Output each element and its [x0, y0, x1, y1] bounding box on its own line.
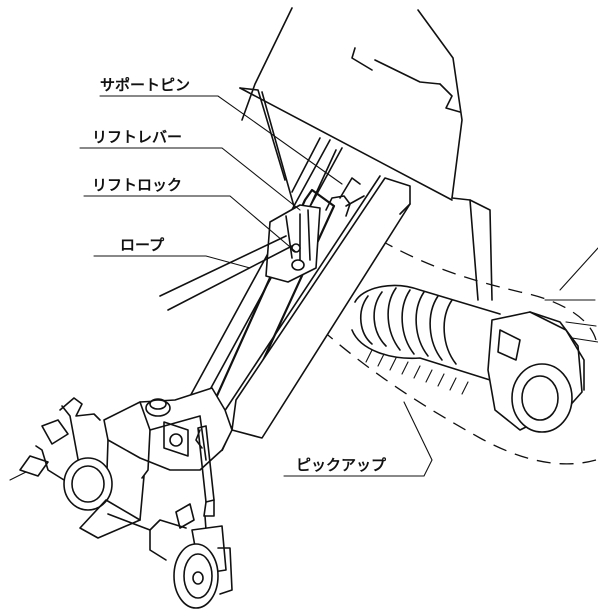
hitch-assembly	[9, 387, 233, 561]
leader-support-pin	[99, 95, 343, 185]
leader-pickup	[283, 401, 433, 477]
baler-chamber	[239, 7, 598, 301]
leader-rope	[93, 255, 251, 269]
pickup-reel	[351, 284, 501, 395]
leader-lift-lock	[83, 195, 297, 253]
pickup-outline	[321, 239, 597, 465]
jack-wheel	[173, 425, 233, 609]
label-support-pin: サポートピン	[100, 76, 190, 94]
leader-lift-lever	[79, 147, 301, 211]
label-lift-lock: リフトロック	[92, 176, 182, 194]
label-lift-lever: リフトレバー	[92, 128, 182, 146]
label-pickup: ピックアップ	[296, 456, 387, 474]
lift-lock	[159, 177, 365, 311]
leader-lines	[79, 95, 433, 477]
drive-housing	[487, 311, 598, 433]
label-rope: ロープ	[120, 236, 165, 254]
